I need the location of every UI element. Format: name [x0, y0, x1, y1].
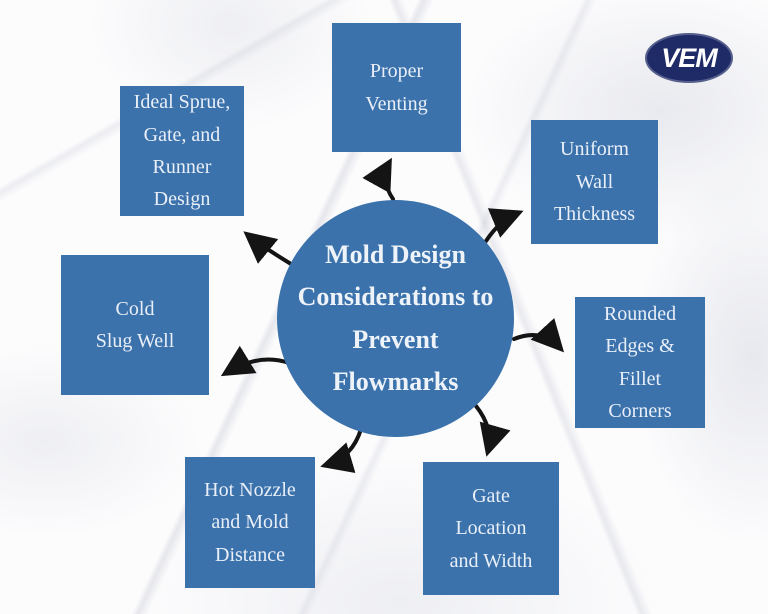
node-rounded-edges: Rounded Edges & Fillet Corners	[575, 297, 705, 428]
node-proper-venting: Proper Venting	[332, 23, 461, 152]
node-hot-nozzle: Hot Nozzle and Mold Distance	[185, 457, 315, 588]
node-ideal-sprue: Ideal Sprue, Gate, and Runner Design	[120, 86, 244, 216]
arrow-to-cold-slug-well	[220, 345, 291, 377]
arrow-to-ideal-sprue	[243, 231, 293, 266]
node-uniform-wall: Uniform Wall Thickness	[531, 120, 658, 244]
arrow-to-hot-nozzle	[320, 427, 363, 474]
arrow-to-proper-venting	[362, 157, 395, 201]
arrow-to-gate-location	[474, 404, 511, 457]
vem-logo: VEM	[645, 33, 733, 83]
arrow-to-rounded-edges	[512, 318, 565, 353]
node-gate-location: Gate Location and Width	[423, 462, 559, 595]
central-topic-circle: Mold Design Considerations to Prevent Fl…	[277, 200, 514, 437]
node-cold-slug-well: Cold Slug Well	[61, 255, 209, 395]
